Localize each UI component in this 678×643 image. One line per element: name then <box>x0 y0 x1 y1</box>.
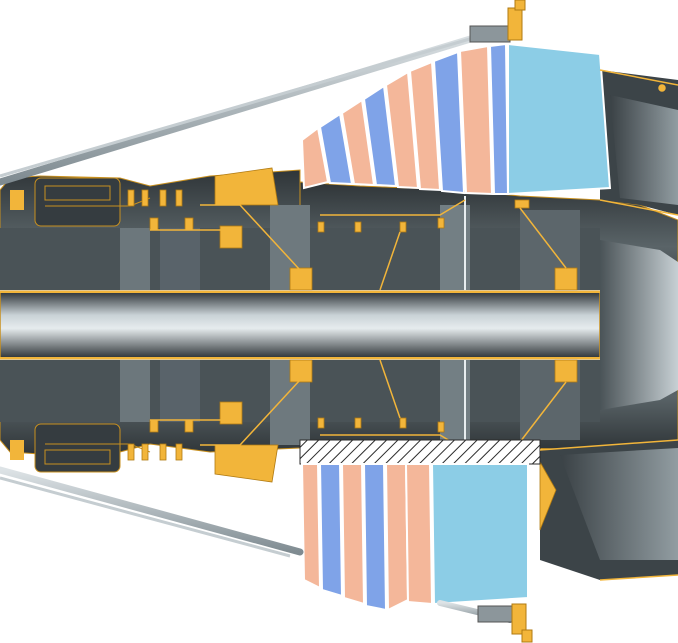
cowl-edge-accents <box>539 69 678 581</box>
gold-structure-lower <box>127 359 578 531</box>
lower-pylon-bracket <box>477 603 533 643</box>
main-shaft <box>0 240 678 410</box>
upper-compressor-blades <box>300 42 612 196</box>
gold-structure-upper <box>127 167 578 291</box>
upper-pylon-bracket <box>469 0 526 43</box>
lower-compressor-blades <box>299 439 541 612</box>
combustor-upper <box>10 177 151 227</box>
combustor-lower <box>10 423 151 473</box>
mount-struts <box>0 26 513 623</box>
